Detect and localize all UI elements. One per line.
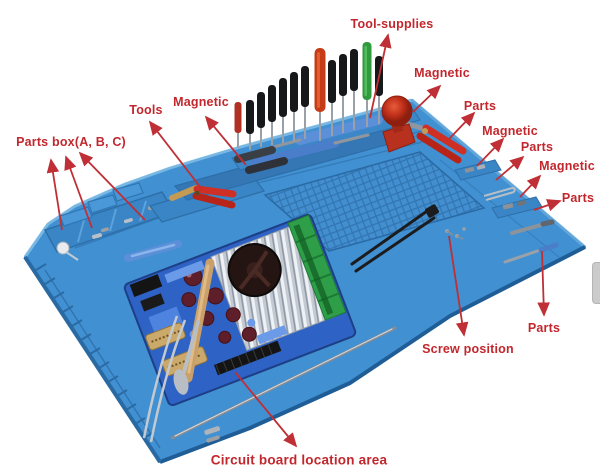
arrow-parts-bottom: [537, 250, 550, 317]
scrollbar-thumb[interactable]: [592, 262, 600, 304]
label-parts-right-1: Parts: [463, 99, 497, 113]
label-screw-position: Screw position: [422, 342, 514, 356]
arrow-magnetic-right-3: [519, 174, 542, 198]
arrow-parts-right-1: [448, 111, 476, 140]
label-magnetic-top: Magnetic: [173, 95, 229, 109]
arrow-parts-right-2: [495, 155, 525, 181]
label-tools: Tools: [129, 103, 163, 117]
metal-rod: [170, 326, 397, 440]
arrow-magnetic-top: [204, 115, 247, 166]
small-metal-bits: [204, 426, 221, 443]
label-parts-right-2: Parts: [520, 140, 554, 154]
metal-tweezers: [142, 315, 187, 443]
parts-box-compartments: [43, 182, 176, 261]
label-circuit-board-location: Circuit board location area: [210, 452, 388, 468]
arrow-magnetic-right-2: [476, 137, 505, 167]
ruler-notches: [35, 263, 161, 449]
label-parts-bottom: Parts: [527, 321, 561, 335]
screws: [445, 227, 466, 240]
arrow-screw-position: [448, 235, 469, 337]
red-pliers: [169, 185, 237, 209]
label-tool-supplies: Tool-supplies: [350, 17, 434, 31]
arrow-parts-right-3: [533, 199, 562, 212]
pry-tool: [124, 240, 182, 262]
arrow-parts-box-b: [64, 155, 93, 229]
annotation-arrows: [46, 33, 562, 448]
metal-spudger: [173, 320, 200, 395]
screwdriver-set: [234, 42, 383, 150]
black-tweezers: [350, 204, 439, 273]
arrow-tool-supplies: [369, 33, 392, 119]
magnetic-slots: [454, 159, 559, 264]
arrow-tools: [148, 120, 202, 189]
blue-screwdrivers: [250, 115, 383, 168]
label-magnetic-right-3: Magnetic: [539, 159, 595, 173]
label-parts-right-3: Parts: [561, 191, 595, 205]
arrow-parts-box-a: [46, 158, 63, 231]
magnetic-ball-holder: [381, 95, 416, 153]
wire-stripper: [405, 121, 467, 164]
label-magnetic-right-2: Magnetic: [482, 124, 538, 138]
socket-bits: [234, 146, 288, 174]
arrow-circuit-board: [234, 371, 298, 448]
arrow-parts-box-c: [78, 151, 146, 221]
label-magnetic-right-1: Magnetic: [414, 66, 470, 80]
arrow-magnetic-right-1: [412, 84, 442, 113]
label-parts-box: Parts box(A, B, C): [16, 135, 126, 149]
